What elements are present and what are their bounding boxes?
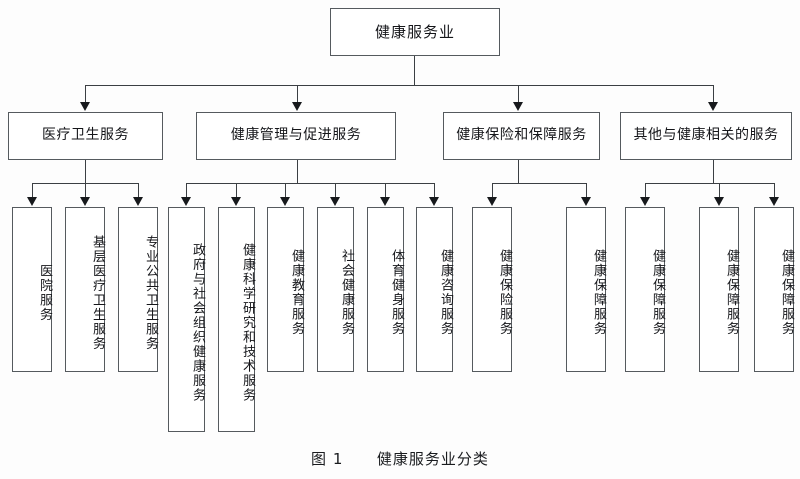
edge-drop-leaf-5 [236,183,237,198]
node-root: 健康服务业 [330,8,500,56]
arrowhead-level2-3 [513,102,523,111]
edge-drop-level2-3 [518,85,519,103]
node-leaf-health-consulting-service: 健康咨询服务 [416,207,453,372]
node-level2-other-related: 其他与健康相关的服务 [620,112,792,160]
edge-stem-group-2 [297,160,298,183]
figure-caption: 图 1 健康服务业分类 [0,448,800,469]
edge-drop-level2-2 [297,85,298,103]
figure-caption-title: 健康服务业分类 [376,450,489,468]
edge-stem-group-1 [85,160,86,183]
node-leaf-sports-fitness-service: 体育健身服务 [367,207,404,372]
node-leaf-health-security-service-4: 健康保障服务 [754,207,794,372]
arrowhead-leaf-7 [330,197,340,206]
edge-drop-leaf-12 [645,183,646,198]
arrowhead-leaf-4 [181,197,191,206]
edge-drop-leaf-6 [285,183,286,198]
arrowhead-leaf-8 [380,197,390,206]
arrowhead-level2-2 [292,102,302,111]
arrowhead-leaf-3 [133,197,143,206]
edge-drop-level2-4 [713,85,714,103]
arrowhead-leaf-2 [80,197,90,206]
edge-drop-leaf-9 [434,183,435,198]
node-leaf-health-science-research-technology-service: 健康科学研究和技术服务 [218,207,255,432]
edge-bus-group-3 [492,183,587,184]
edge-stem-group-4 [713,160,714,183]
edge-drop-leaf-14 [774,183,775,198]
node-leaf-health-security-service-3: 健康保障服务 [699,207,739,372]
arrowhead-leaf-12 [640,197,650,206]
edge-level2-bus [85,85,713,86]
arrowhead-level2-4 [708,102,718,111]
figure-caption-label: 图 1 [311,450,344,468]
edge-drop-leaf-11 [586,183,587,198]
edge-drop-leaf-4 [186,183,187,198]
node-leaf-social-health-service: 社会健康服务 [317,207,354,372]
edge-drop-leaf-7 [335,183,336,198]
edge-drop-leaf-3 [138,183,139,198]
node-leaf-health-security-service-1: 健康保障服务 [566,207,606,372]
edge-drop-leaf-8 [385,183,386,198]
node-leaf-health-security-service-2: 健康保障服务 [625,207,665,372]
node-leaf-professional-public-health-service: 专业公共卫生服务 [118,207,158,372]
node-leaf-health-education-service: 健康教育服务 [267,207,304,372]
node-level2-medical-health: 医疗卫生服务 [8,112,163,160]
edge-drop-leaf-10 [492,183,493,198]
arrowhead-leaf-11 [581,197,591,206]
node-leaf-health-insurance-service: 健康保险服务 [472,207,512,372]
edge-drop-leaf-13 [719,183,720,198]
edge-drop-leaf-2 [85,183,86,198]
node-leaf-primary-medical-health-service: 基层医疗卫生服务 [65,207,105,372]
edge-bus-group-2 [186,183,434,184]
node-level2-health-management: 健康管理与促进服务 [196,112,396,160]
edge-bus-group-4 [645,183,774,184]
arrowhead-leaf-9 [429,197,439,206]
edge-stem-group-3 [518,160,519,183]
arrowhead-leaf-14 [769,197,779,206]
node-leaf-hospital-service: 医院服务 [12,207,52,372]
edge-drop-leaf-1 [32,183,33,198]
arrowhead-level2-1 [80,102,90,111]
edge-drop-level2-1 [85,85,86,103]
arrowhead-leaf-6 [280,197,290,206]
arrowhead-leaf-13 [714,197,724,206]
node-leaf-government-social-org-health-service: 政府与社会组织健康服务 [168,207,205,432]
edge-root-stem [414,56,415,85]
arrowhead-leaf-1 [27,197,37,206]
arrowhead-leaf-5 [231,197,241,206]
arrowhead-leaf-10 [487,197,497,206]
node-level2-health-insurance: 健康保险和保障服务 [443,112,600,160]
